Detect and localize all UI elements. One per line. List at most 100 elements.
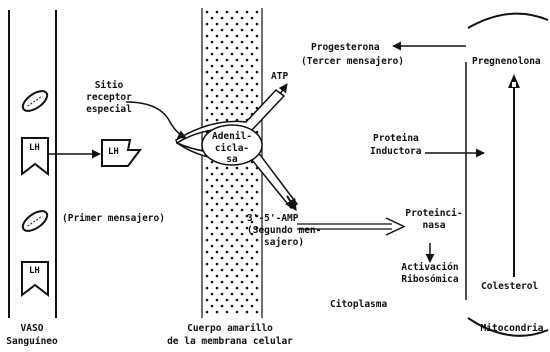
membrane-dot: [206, 35, 209, 38]
membrane-dot: [256, 275, 259, 278]
membrane-dot: [251, 197, 254, 200]
membrane-dot: [241, 281, 244, 284]
membrane-dot: [216, 83, 219, 86]
membrane-dot: [216, 287, 219, 290]
membrane-dot: [231, 269, 234, 272]
membrane-dot: [206, 191, 209, 194]
label-progesterona: Progesterona: [311, 42, 380, 53]
membrane-dot: [216, 275, 219, 278]
membrane-dot: [241, 89, 244, 92]
membrane-dot: [216, 251, 219, 254]
membrane-dot: [226, 215, 229, 218]
membrane-dot: [216, 11, 219, 14]
membrane-dot: [226, 35, 229, 38]
membrane-dot: [241, 113, 244, 116]
membrane-dot: [236, 167, 239, 170]
membrane-dot: [231, 77, 234, 80]
membrane-dot: [236, 311, 239, 314]
membrane-dot: [251, 245, 254, 248]
membrane-dot: [246, 179, 249, 182]
membrane-dot: [236, 47, 239, 50]
membrane-dot: [246, 47, 249, 50]
label-ribosomica: Ribosómica: [392, 274, 468, 285]
double-arrow-head: [386, 218, 404, 235]
membrane-dot: [211, 65, 214, 68]
membrane-dot: [226, 203, 229, 206]
membrane-dot: [226, 179, 229, 182]
membrane-dot: [206, 299, 209, 302]
membrane-dot: [211, 221, 214, 224]
membrane-dot: [206, 119, 209, 122]
membrane-dot: [231, 29, 234, 32]
membrane-dot: [206, 215, 209, 218]
label-atp: ATP: [271, 71, 288, 82]
label-sa: sa: [206, 154, 258, 165]
membrane-dot: [216, 215, 219, 218]
membrane-dot: [246, 95, 249, 98]
membrane-dot: [241, 305, 244, 308]
membrane-dot: [211, 17, 214, 20]
membrane-dot: [211, 257, 214, 260]
membrane-dot: [221, 257, 224, 260]
membrane-dot: [256, 35, 259, 38]
membrane-dot: [226, 11, 229, 14]
membrane-dot: [206, 227, 209, 230]
membrane-dot: [231, 113, 234, 116]
membrane-dot: [211, 89, 214, 92]
membrane-dot: [231, 257, 234, 260]
membrane-dot: [231, 281, 234, 284]
membrane-dot: [226, 83, 229, 86]
membrane-dot: [206, 83, 209, 86]
membrane-dot: [256, 239, 259, 242]
membrane-dot: [206, 311, 209, 314]
membrane-dot: [241, 29, 244, 32]
membrane-dot: [256, 71, 259, 74]
membrane-dot: [246, 83, 249, 86]
membrane-dot: [246, 251, 249, 254]
membrane-dot: [246, 11, 249, 14]
membrane-dot: [216, 47, 219, 50]
membrane-dot: [206, 47, 209, 50]
membrane-dot: [221, 65, 224, 68]
membrane-dot: [231, 53, 234, 56]
membrane-dot: [206, 95, 209, 98]
membrane-dot: [241, 209, 244, 212]
membrane-dot: [221, 233, 224, 236]
membrane-dot: [216, 311, 219, 314]
membrane-dot: [236, 227, 239, 230]
membrane-dot: [251, 17, 254, 20]
membrane-dot: [206, 251, 209, 254]
membrane-dot: [226, 275, 229, 278]
membrane-dot: [231, 209, 234, 212]
membrane-dot: [256, 179, 259, 182]
membrane-dot: [226, 107, 229, 110]
membrane-dot: [231, 233, 234, 236]
membrane-dot: [251, 29, 254, 32]
membrane-dot: [221, 77, 224, 80]
membrane-dot: [211, 41, 214, 44]
membrane-dot: [246, 275, 249, 278]
membrane-dot: [241, 221, 244, 224]
label-nasa: nasa: [404, 220, 464, 231]
membrane-dot: [221, 245, 224, 248]
membrane-dot: [206, 203, 209, 206]
membrane-dot: [251, 77, 254, 80]
membrane-dot: [226, 47, 229, 50]
membrane-dot: [236, 107, 239, 110]
membrane-dot: [241, 293, 244, 296]
membrane-dot: [231, 101, 234, 104]
label-pregnenolona: Pregnenolona: [472, 56, 541, 67]
label-sajero: sajero): [264, 237, 304, 248]
lh-text-2: LH: [108, 147, 119, 157]
membrane-dot: [256, 83, 259, 86]
membrane-dot: [231, 293, 234, 296]
label-proteina: Proteina: [373, 133, 419, 144]
membrane-dot: [226, 239, 229, 242]
membrane-dot: [211, 209, 214, 212]
membrane-dot: [246, 23, 249, 26]
membrane-dot: [246, 203, 249, 206]
membrane-dot: [216, 239, 219, 242]
membrane-dot: [246, 191, 249, 194]
membrane-dot: [256, 191, 259, 194]
